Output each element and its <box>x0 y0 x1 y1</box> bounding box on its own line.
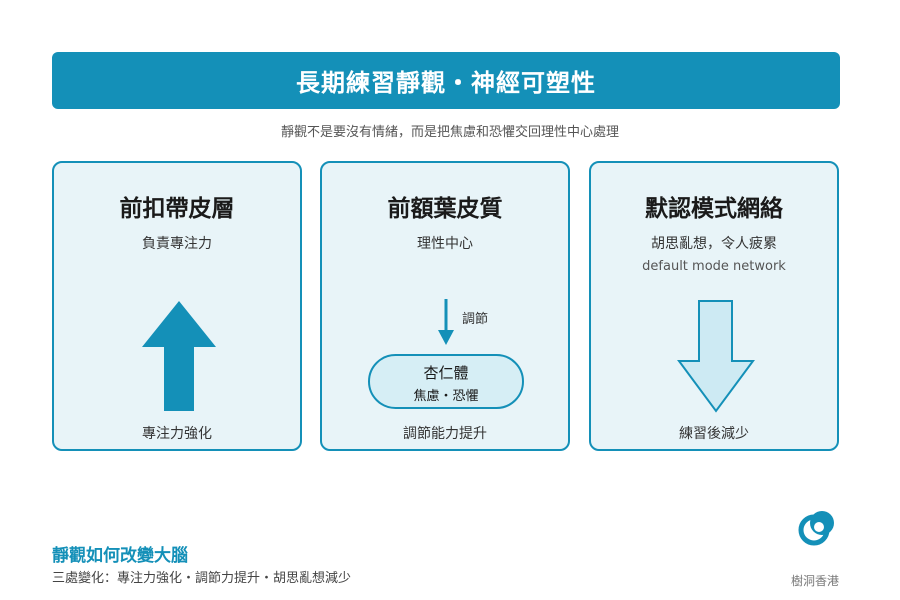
card-title: 默認模式網絡 <box>645 196 783 222</box>
card-prefrontal-cortex: 前額葉皮質 理性中心 調節 杏仁體 焦慮・恐懼 調節能力提升 <box>320 161 570 451</box>
card-footer: 練習後減少 <box>679 426 749 442</box>
footer-title: 靜觀如何改變大腦 <box>52 546 188 566</box>
card-footer: 調節能力提升 <box>403 426 487 442</box>
footer-description: 三處變化：專注力強化・調節力提升・胡思亂想減少 <box>52 571 352 586</box>
brand-name: 樹洞香港 <box>790 574 839 588</box>
pill-subtitle: 焦慮・恐懼 <box>413 389 479 404</box>
amygdala-pill: 杏仁體 焦慮・恐懼 <box>368 354 524 409</box>
pill-title: 杏仁體 <box>423 364 469 382</box>
regulate-label: 調節 <box>462 312 489 327</box>
card-title: 前額葉皮質 <box>387 196 503 222</box>
card-footer: 專注力強化 <box>142 426 212 442</box>
page-subtitle: 靜觀不是要沒有情緒，而是把焦慮和恐懼交回理性中心處理 <box>280 125 619 140</box>
arrow-down-icon <box>438 299 454 345</box>
arrow-up-icon <box>142 301 216 411</box>
card-description: 胡思亂想，令人疲累 <box>651 236 777 252</box>
card-description: 負責專注力 <box>142 236 212 252</box>
treehole-logo-icon <box>798 511 834 546</box>
card-default-mode-network: 默認模式網絡 胡思亂想，令人疲累 default mode network 練習… <box>589 161 839 451</box>
page-title: 長期練習靜觀・神經可塑性 <box>296 69 596 97</box>
header-banner: 長期練習靜觀・神經可塑性 <box>52 52 840 109</box>
card-title: 前扣帶皮層 <box>119 196 235 222</box>
card-anterior-cingulate: 前扣帶皮層 負責專注力 專注力強化 <box>52 161 302 451</box>
card-note: default mode network <box>642 259 786 274</box>
arrow-down-outline-icon <box>677 300 755 413</box>
card-description: 理性中心 <box>417 236 473 252</box>
